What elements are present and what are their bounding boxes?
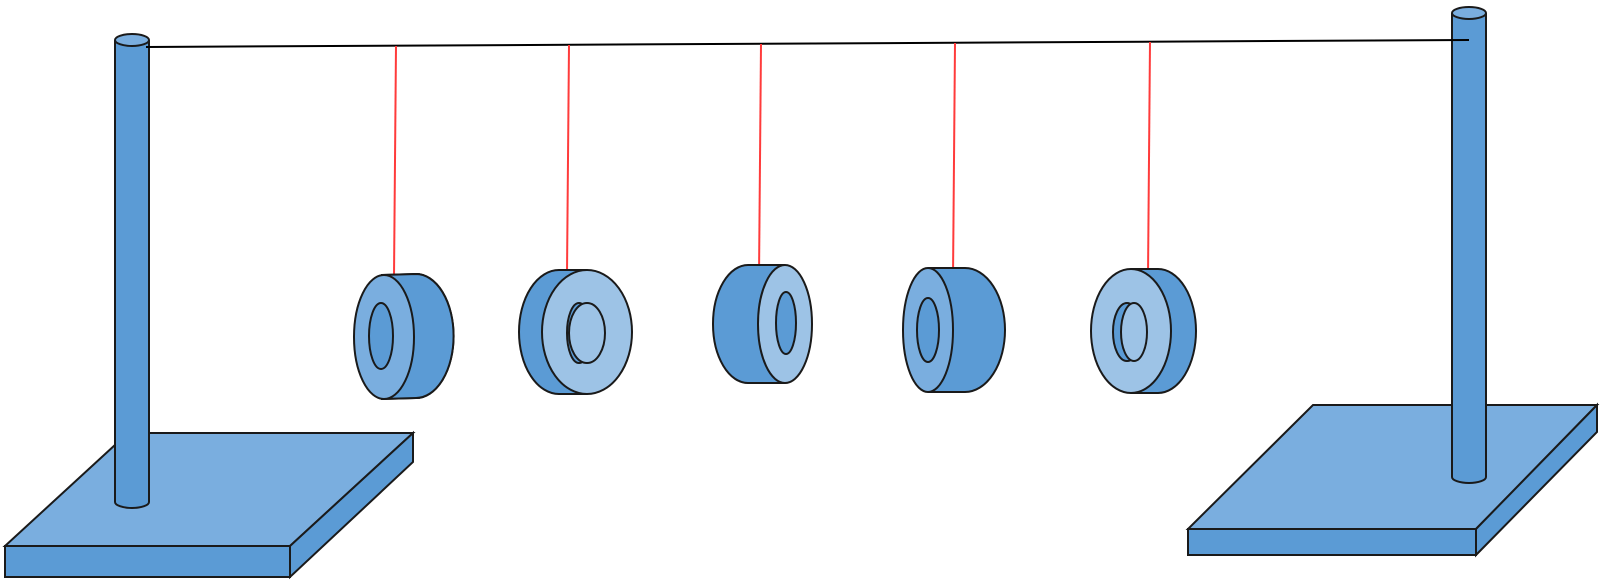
ring-2 bbox=[518, 269, 633, 395]
left-base-side bbox=[289, 430, 414, 580]
right-base-side bbox=[1475, 402, 1598, 558]
right-stand-base bbox=[1185, 402, 1600, 558]
hanging-strings bbox=[393, 41, 1151, 278]
string-1 bbox=[393, 45, 397, 277]
ring-3 bbox=[712, 264, 813, 384]
ring-5 bbox=[1090, 268, 1197, 394]
string-2 bbox=[566, 44, 570, 274]
ring-4 bbox=[902, 267, 1006, 393]
string-3 bbox=[758, 43, 762, 278]
ring-1 bbox=[353, 272, 455, 401]
support-string bbox=[145, 39, 1470, 48]
string-4 bbox=[952, 42, 956, 278]
left-stand-base bbox=[2, 430, 416, 580]
string-5 bbox=[1147, 41, 1151, 277]
left-base-front bbox=[4, 545, 291, 578]
right-base-front bbox=[1187, 528, 1477, 556]
left-post bbox=[114, 33, 150, 509]
right-post bbox=[1451, 6, 1487, 484]
